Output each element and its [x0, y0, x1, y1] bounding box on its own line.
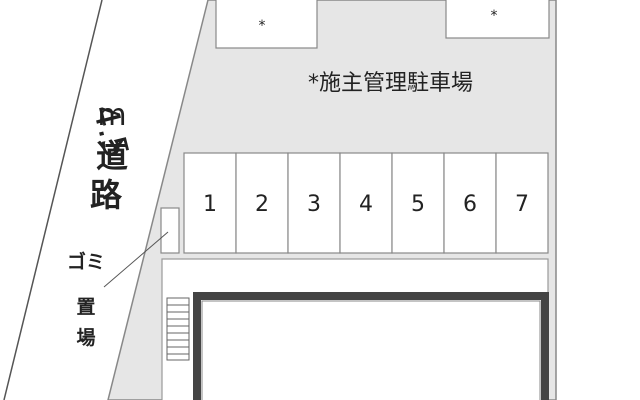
parking-space	[339, 152, 393, 254]
garbage-bin	[160, 207, 180, 254]
garbage-label-3: 場	[76, 327, 95, 349]
garbage-leader-line	[103, 231, 169, 288]
parking-space-number: 1	[203, 192, 217, 217]
parking-row: 1 2 3 4 5 6 7	[183, 152, 549, 254]
parking-space-number: 2	[255, 192, 269, 217]
parking-space-number: 4	[359, 192, 373, 217]
parking-space-number: 5	[411, 192, 425, 217]
upper-lot-left-mark: *	[259, 18, 266, 34]
road-unit-label: m	[97, 98, 126, 133]
parking-space-number: 3	[307, 192, 321, 217]
parking-space	[443, 152, 497, 254]
parking-space	[495, 152, 549, 254]
garbage-label-2: 置	[76, 296, 95, 318]
stairs	[166, 297, 190, 361]
garbage-label-1: ゴミ	[67, 250, 105, 273]
parking-space	[183, 152, 237, 254]
parking-space-number: 7	[515, 192, 529, 217]
building-outline-inner	[201, 300, 541, 400]
parking-lot-label: *施主管理駐車場	[308, 71, 473, 96]
parking-space	[391, 152, 445, 254]
road-edge-line	[3, 0, 103, 400]
parking-space-number: 6	[463, 192, 477, 217]
upper-lot-right	[445, 0, 550, 39]
upper-lot-left	[215, 0, 318, 49]
upper-lot-right-mark: *	[491, 8, 498, 24]
road-label-2: 路	[90, 176, 123, 214]
building-outline	[193, 292, 549, 400]
road-label-1: 道	[96, 137, 128, 175]
